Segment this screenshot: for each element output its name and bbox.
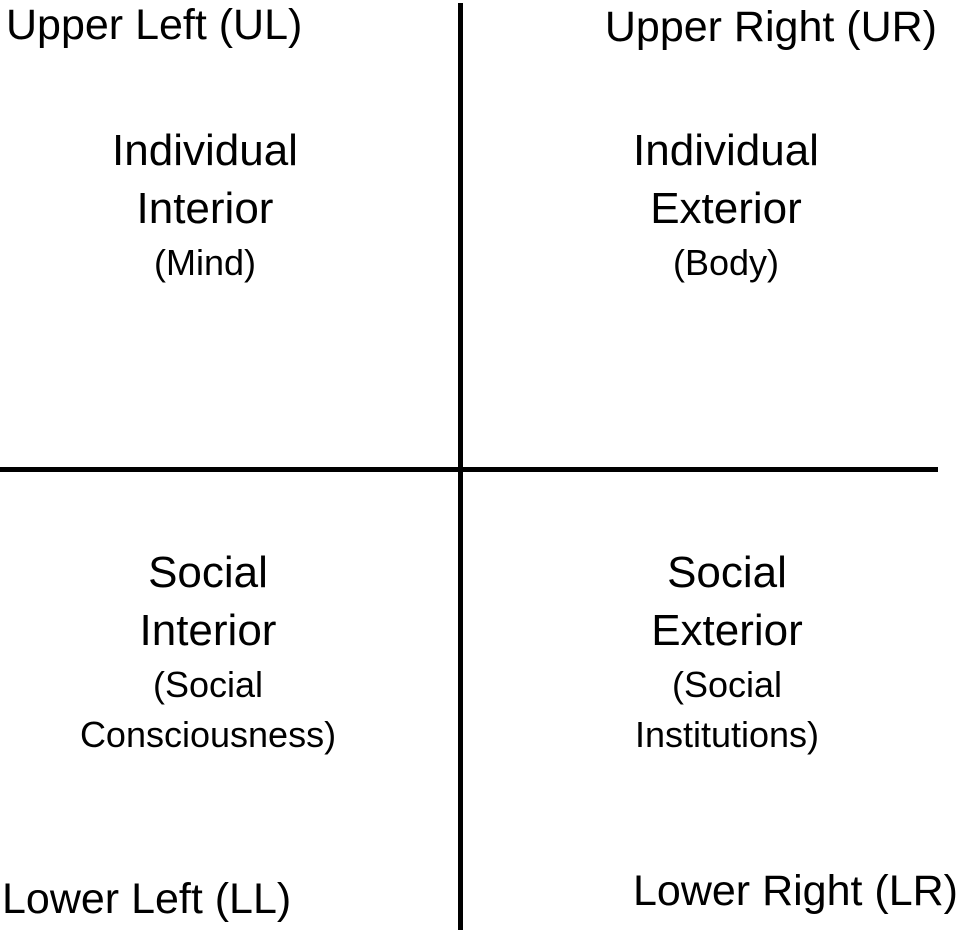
quadrant-upper-left-title-line-1: Individual bbox=[112, 126, 298, 175]
quadrant-lower-right-title-line-1: Social bbox=[667, 548, 787, 597]
quadrant-lower-right: Social Exterior (Social Institutions) bbox=[635, 544, 819, 760]
quadrant-lower-left-title-line-1: Social bbox=[148, 548, 268, 597]
corner-label-upper-right: Upper Right (UR) bbox=[604, 3, 937, 51]
quadrant-upper-left: Individual Interior (Mind) bbox=[112, 122, 298, 288]
quadrant-lower-left: Social Interior (Social Consciousness) bbox=[80, 544, 336, 760]
quadrant-lower-left-subtitle-line-1: (Social bbox=[152, 664, 264, 705]
quadrant-lower-right-subtitle-line-2: Institutions) bbox=[634, 714, 820, 755]
horizontal-axis-line bbox=[0, 467, 938, 472]
quadrant-upper-right-title-line-2: Exterior bbox=[650, 184, 802, 233]
quadrant-lower-right-title-line-2: Exterior bbox=[651, 606, 803, 655]
quadrant-lower-right-subtitle-line-1: (Social bbox=[671, 664, 783, 705]
vertical-axis-line bbox=[458, 3, 463, 930]
quadrant-upper-left-subtitle: (Mind) bbox=[153, 242, 256, 283]
quadrant-lower-left-subtitle-line-2: Consciousness) bbox=[79, 714, 337, 755]
corner-label-lower-left: Lower Left (LL) bbox=[2, 875, 292, 923]
corner-label-lower-right: Lower Right (LR) bbox=[633, 867, 958, 915]
quadrant-upper-right: Individual Exterior (Body) bbox=[633, 122, 819, 288]
corner-label-upper-left: Upper Left (UL) bbox=[6, 1, 303, 49]
quadrant-upper-right-subtitle: (Body) bbox=[672, 242, 780, 283]
quadrant-lower-left-title-line-2: Interior bbox=[139, 606, 277, 655]
quadrant-upper-right-title-line-1: Individual bbox=[633, 126, 819, 175]
quadrant-upper-left-title-line-2: Interior bbox=[136, 184, 274, 233]
